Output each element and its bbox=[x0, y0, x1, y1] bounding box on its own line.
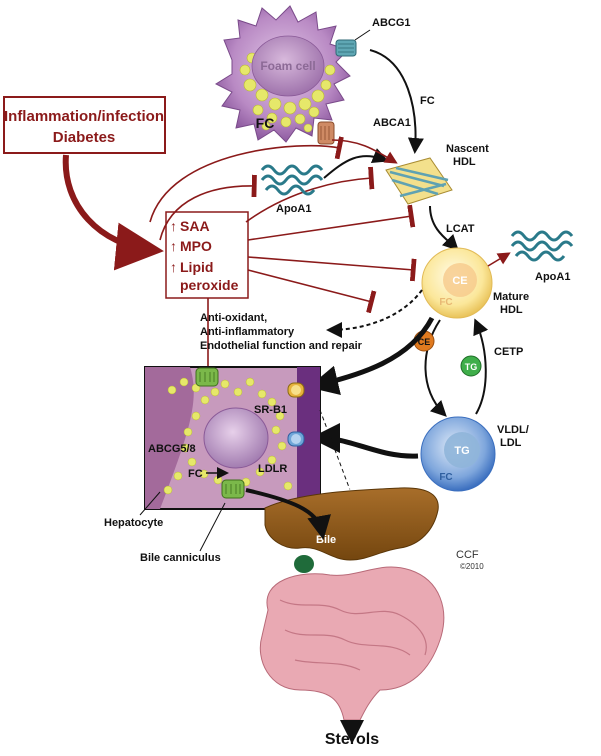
peroxide-label: peroxide bbox=[180, 277, 239, 293]
tg-transfer-bubble: TG bbox=[460, 355, 482, 377]
apoa1-left-icon bbox=[260, 164, 324, 196]
function-line-3: Endothelial function and repair bbox=[200, 340, 363, 352]
inhibit-apoa1 bbox=[159, 174, 257, 241]
foam-cell-label: Foam cell bbox=[260, 59, 315, 73]
saa-label: SAA bbox=[180, 218, 210, 234]
apoa1-left-label: ApoA1 bbox=[276, 203, 311, 215]
mature-to-vldl-arrow bbox=[424, 319, 447, 417]
ldlr-receptor-icon bbox=[287, 431, 305, 447]
nascent-hdl-label-1: Nascent bbox=[446, 143, 489, 155]
mpo-up-icon: ↑ bbox=[170, 238, 177, 254]
risk-line2: Diabetes bbox=[53, 129, 116, 146]
function-line-2: Anti-inflammatory bbox=[200, 326, 295, 338]
liver bbox=[264, 487, 439, 573]
risk-factor-box: Inflammation/infection Diabetes bbox=[3, 96, 166, 154]
inhibit-nascent bbox=[245, 166, 375, 223]
abcg1-pointer bbox=[354, 29, 371, 41]
lipid-droplets bbox=[239, 52, 336, 133]
bile-canniculus-label: Bile canniculus bbox=[140, 552, 221, 564]
cetp-label: CETP bbox=[494, 346, 523, 358]
nascent-hdl-icon bbox=[385, 157, 453, 205]
risk-to-markers-arrow bbox=[62, 154, 164, 271]
gallbladder bbox=[294, 555, 314, 573]
mature-to-apoa1-arrow bbox=[487, 252, 511, 267]
nascent-hdl-label-2: HDL bbox=[453, 156, 476, 168]
zoom-line-top bbox=[319, 409, 351, 491]
abcg58-label: ABCG5/8 bbox=[148, 443, 196, 455]
saa-up-icon: ↑ bbox=[170, 218, 177, 234]
risk-line1: Inflammation/infection bbox=[4, 108, 164, 125]
mpo-label: MPO bbox=[180, 238, 212, 254]
hepatocyte-panel bbox=[144, 366, 321, 510]
ldlr-label: LDLR bbox=[258, 463, 287, 475]
hepatocyte-pointer bbox=[139, 491, 161, 516]
vldl-to-mature-arrow bbox=[473, 318, 489, 415]
bile-canniculus-pointer bbox=[199, 502, 226, 552]
sterols-label: Sterols bbox=[325, 731, 379, 748]
hdl-uptake-arrow bbox=[308, 316, 435, 395]
fc-efflux-label: FC bbox=[420, 95, 435, 107]
foam-cell-fc-label: FC bbox=[256, 115, 275, 131]
marker-box: ↑ SAA ↑ MPO ↑ Lipid peroxide bbox=[165, 211, 249, 299]
canaliculus-transporter-icon bbox=[221, 479, 245, 499]
vldl-tg-label: TG bbox=[454, 445, 469, 457]
intestine bbox=[259, 566, 445, 721]
bile-flow-arrow bbox=[245, 488, 331, 540]
ldl-uptake-arrow bbox=[310, 423, 419, 459]
lipid-label: Lipid bbox=[180, 259, 213, 275]
apoa1-right-label: ApoA1 bbox=[535, 271, 570, 283]
fc-efflux-arrow bbox=[369, 49, 424, 154]
inhibit-function bbox=[247, 269, 377, 314]
inhibit-abca1 bbox=[149, 136, 344, 223]
foam-cell: Foam cell FC bbox=[214, 5, 357, 145]
mature-hdl-ce-label: CE bbox=[452, 275, 467, 287]
srb1-receptor-icon bbox=[287, 382, 305, 398]
ccf-label: CCF bbox=[456, 549, 479, 561]
hepatocyte-label: Hepatocyte bbox=[104, 517, 163, 529]
inhibit-lcat bbox=[247, 204, 416, 241]
srb1-label: SR-B1 bbox=[254, 404, 287, 416]
abcg58-transporter-icon bbox=[195, 367, 219, 387]
vldl-label-1: VLDL/ bbox=[497, 424, 529, 436]
inhibit-mature-hdl bbox=[247, 256, 417, 282]
lcat-arrow bbox=[429, 205, 459, 251]
mature-hdl-label-2: HDL bbox=[500, 304, 523, 316]
mature-to-function-arrow bbox=[326, 289, 423, 338]
abca1-label: ABCA1 bbox=[373, 117, 411, 129]
abca1-to-nascent-arrow bbox=[331, 139, 398, 164]
apoa1-to-nascent-arrow bbox=[323, 148, 389, 179]
apoa1-right-icon bbox=[510, 230, 574, 262]
abcg1-transporter-icon bbox=[335, 39, 357, 57]
inhibition-lines bbox=[149, 136, 417, 372]
abcg1-label: ABCG1 bbox=[372, 17, 411, 29]
mature-hdl-particle: CE FC bbox=[421, 247, 493, 319]
copyright-label: ©2010 bbox=[460, 562, 484, 571]
mature-hdl-fc-label: FC bbox=[439, 297, 452, 308]
hepatocyte-fc-label: FC bbox=[188, 468, 203, 480]
function-line-1: Anti-oxidant, bbox=[200, 312, 267, 324]
lipid-up-icon: ↑ bbox=[170, 259, 177, 275]
mature-hdl-label-1: Mature bbox=[493, 291, 529, 303]
lcat-label: LCAT bbox=[446, 223, 475, 235]
bile-label: Bile bbox=[316, 534, 336, 546]
vldl-ldl-particle: TG FC bbox=[420, 416, 496, 492]
tg-transfer-label: TG bbox=[465, 362, 478, 372]
vldl-fc-label: FC bbox=[439, 472, 452, 483]
cell-nucleus bbox=[251, 35, 325, 97]
abca1-transporter-icon bbox=[317, 121, 335, 145]
hepatocyte-nucleus bbox=[203, 407, 269, 469]
vldl-label-2: LDL bbox=[500, 437, 522, 449]
ce-transfer-label: CE bbox=[418, 337, 431, 347]
